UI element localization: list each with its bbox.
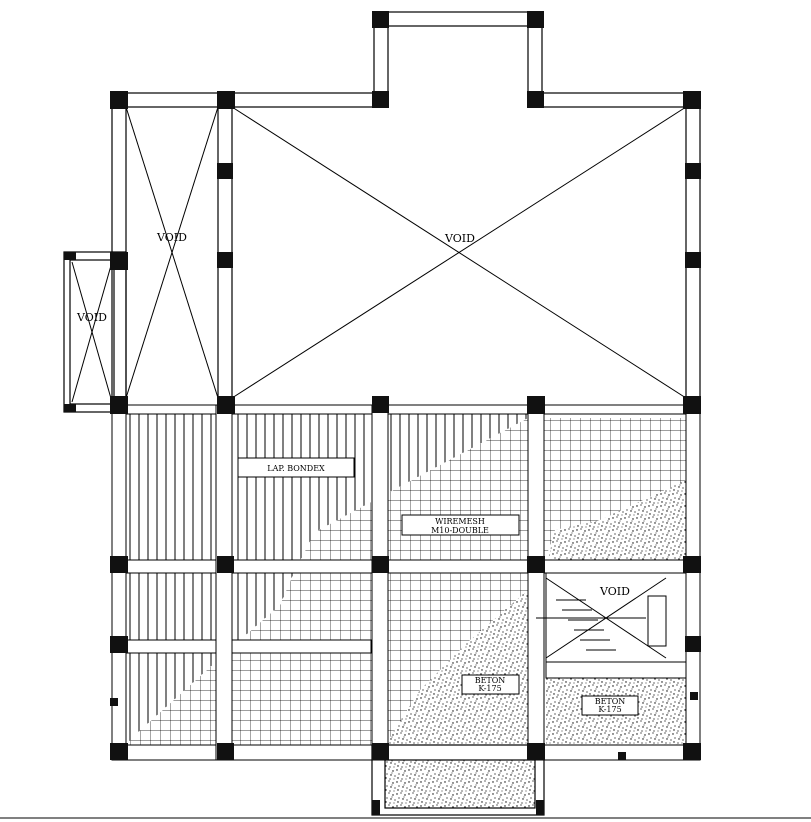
lap-bondex-tag: LAP. BONDEX xyxy=(237,457,355,478)
wiremesh-tag: WIREMESH M10-DOUBLE xyxy=(401,514,520,536)
void-label-main: VOID xyxy=(444,232,475,245)
void-cross-lines xyxy=(71,106,687,403)
svg-text:BETON: BETON xyxy=(595,697,626,706)
svg-text:LAP. BONDEX: LAP. BONDEX xyxy=(267,464,325,473)
beton-tag-b: BETON K-175 xyxy=(581,695,639,716)
void-label-left-bay: VOID xyxy=(156,231,187,244)
stair-void xyxy=(536,572,687,663)
void-label-side-bay: VOID xyxy=(76,311,107,324)
void-label-stair: VOID xyxy=(599,585,630,598)
columns xyxy=(64,11,701,815)
beton-tag-a: BETON K-175 xyxy=(461,674,520,695)
svg-text:M10-DOUBLE: M10-DOUBLE xyxy=(431,526,489,535)
svg-text:K-175: K-175 xyxy=(478,684,501,693)
beton-concrete-hatch-bottom xyxy=(385,760,535,808)
svg-text:WIREMESH: WIREMESH xyxy=(435,517,485,526)
beton-concrete-hatch-b xyxy=(548,480,686,560)
bottom-extension xyxy=(371,744,545,816)
beton-concrete-hatch-a xyxy=(385,560,545,745)
svg-text:K-175: K-175 xyxy=(598,705,621,714)
wiremesh-grid-hatch xyxy=(126,418,686,745)
svg-text:BETON: BETON xyxy=(475,676,506,685)
